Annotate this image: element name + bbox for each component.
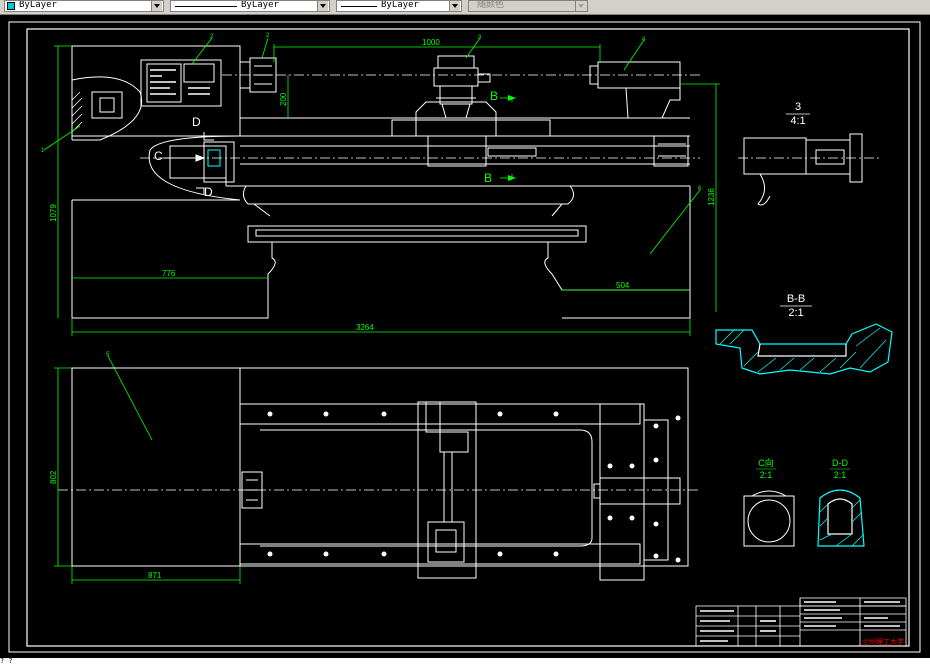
section-dd — [817, 489, 865, 547]
chevron-down-icon[interactable] — [317, 1, 328, 11]
plotstyle-control-dropdown[interactable]: 随颜色 — [468, 0, 588, 12]
view-c-title: C向 — [758, 457, 774, 468]
section-dd-hatch — [819, 499, 865, 547]
chevron-down-icon[interactable] — [575, 1, 586, 11]
dim-chuck-offset: 200 — [279, 92, 288, 106]
view-c-label: C — [154, 149, 163, 163]
color-control-dropdown[interactable]: ByLayer — [4, 0, 164, 12]
dim-bed-width: 802 — [49, 470, 58, 484]
dim-tail-height: 1236 — [707, 188, 716, 206]
section-bb-scale: 2:1 — [788, 307, 803, 319]
front-view — [71, 45, 691, 319]
top-view — [71, 367, 689, 581]
section-d-lower-label: D — [204, 185, 213, 199]
center-lines — [58, 74, 882, 491]
section-bb-title: B-B — [787, 293, 805, 305]
detail-3-view — [743, 133, 863, 206]
color-swatch — [7, 2, 15, 10]
lineweight-control-value: ByLayer — [381, 0, 419, 10]
balloon-4-label: 4 — [642, 37, 646, 43]
plotstyle-control-value: 随颜色 — [477, 0, 505, 10]
command-prompt: ? ? — [0, 658, 13, 665]
section-bb-hatch — [719, 327, 887, 373]
linetype-control-value: ByLayer — [241, 0, 279, 10]
spindle-hatch — [71, 91, 83, 133]
section-dd-scale: 2:1 — [834, 470, 847, 480]
balloon-5-label: 5 — [106, 352, 110, 358]
balloon-3-label: 3 — [478, 35, 482, 41]
dim-overall-length: 3264 — [356, 323, 374, 332]
dim-right-foot: 504 — [616, 281, 630, 290]
view-arrows — [164, 132, 214, 194]
linetype-preview — [175, 6, 237, 7]
lineweight-control-dropdown[interactable]: ByLayer — [336, 0, 462, 12]
dim-headstock-length: 871 — [148, 571, 162, 580]
section-b-upper-label: B — [490, 89, 498, 103]
section-bb — [715, 323, 893, 375]
detail-3-title: 3 — [795, 101, 801, 113]
balloon-6-label: 6 — [698, 186, 702, 192]
dim-total-height: 1079 — [49, 204, 58, 222]
view-c-scale: 2:1 — [760, 470, 773, 480]
chevron-down-icon[interactable] — [449, 1, 460, 11]
section-dd-title: D-D — [832, 458, 848, 468]
dim-left-foot: 776 — [162, 269, 176, 278]
section-d-upper-label: D — [192, 115, 201, 129]
model-space-canvas[interactable]: 1000 200 1079 1236 776 504 3264 802 871 … — [0, 15, 930, 660]
dim-top-length: 1000 — [422, 38, 440, 47]
dimensions — [43, 37, 720, 584]
color-control-value: ByLayer — [19, 0, 57, 10]
balloon-2b-label: 2 — [266, 33, 270, 39]
drawing-border — [8, 21, 921, 653]
title-block-entries — [700, 601, 900, 642]
balloon-2-label: 2 — [210, 34, 214, 40]
balloon-1: 1 — [41, 148, 45, 154]
section-arrows — [508, 95, 516, 181]
bed-bolts — [267, 411, 681, 563]
command-line[interactable]: ? ? — [0, 658, 930, 665]
chevron-down-icon[interactable] — [151, 1, 162, 11]
properties-toolbar: ByLayer ByLayer ByLayer 随颜色 — [0, 0, 930, 15]
linetype-control-dropdown[interactable]: ByLayer — [170, 0, 330, 12]
detail-3-scale: 4:1 — [790, 115, 805, 127]
view-c — [743, 490, 795, 547]
title-block — [695, 597, 907, 647]
section-b-lower-label: B — [484, 171, 492, 185]
title-block-school: 兰州理工大学 — [862, 637, 904, 646]
lineweight-preview — [341, 6, 377, 7]
